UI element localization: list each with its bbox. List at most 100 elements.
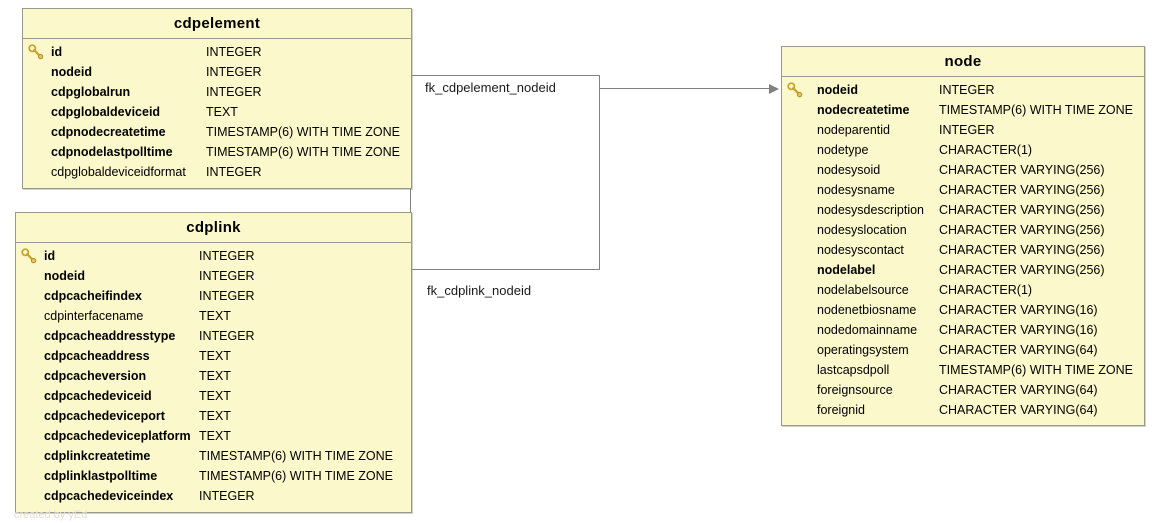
attribute-row[interactable]: nodedomainname CHARACTER VARYING(16) [782,320,1144,340]
attribute-row[interactable]: operatingsystem CHARACTER VARYING(64) [782,340,1144,360]
attribute-type: TEXT [199,429,231,443]
attribute-name: cdpnodelastpolltime [51,145,173,159]
attribute-name: nodelabelsource [817,283,909,297]
attribute-row[interactable]: cdpcachedeviceid TEXT [16,386,411,406]
attribute-name: foreignid [817,403,865,417]
attribute-type: TEXT [206,105,238,119]
attribute-type: TIMESTAMP(6) WITH TIME ZONE [199,449,393,463]
relationship-label-fk-cdpelement-nodeid: fk_cdpelement_nodeid [425,80,556,95]
entity-title-cdpelement: cdpelement [23,9,411,39]
attribute-type: TIMESTAMP(6) WITH TIME ZONE [206,145,400,159]
attribute-name: nodesyslocation [817,223,907,237]
connector-arrow-segment [599,88,769,89]
attribute-type: CHARACTER VARYING(64) [939,343,1098,357]
attribute-name: cdpcachedeviceport [44,409,165,423]
attribute-type: INTEGER [206,85,262,99]
primary-key-icon [787,82,805,98]
attribute-row[interactable]: cdpinterfacename TEXT [16,306,411,326]
attribute-row[interactable]: nodelabelsource CHARACTER(1) [782,280,1144,300]
attribute-row[interactable]: cdpcachedeviceindex INTEGER [16,486,411,506]
attribute-name: cdpcachedeviceid [44,389,152,403]
attribute-type: TEXT [199,309,231,323]
attribute-name: cdplinklastpolltime [44,469,158,483]
attribute-type: CHARACTER VARYING(256) [939,163,1105,177]
attribute-type: CHARACTER VARYING(16) [939,323,1098,337]
attribute-name: id [51,45,63,59]
attribute-type: CHARACTER(1) [939,283,1033,297]
attribute-name: cdpcacheaddresstype [44,329,176,343]
attribute-type: CHARACTER VARYING(256) [939,243,1105,257]
attribute-row[interactable]: cdpglobalrun INTEGER [23,82,411,102]
attribute-name: cdpcachedeviceindex [44,489,174,503]
attribute-row[interactable]: id INTEGER [23,42,411,62]
attribute-row[interactable]: nodesysoid CHARACTER VARYING(256) [782,160,1144,180]
attribute-name: cdpcacheversion [44,369,147,383]
relationship-label-fk-cdplink-nodeid: fk_cdplink_nodeid [427,283,532,298]
attribute-type: CHARACTER VARYING(256) [939,263,1105,277]
attribute-name: cdpinterfacename [44,309,144,323]
attribute-row[interactable]: nodesyslocation CHARACTER VARYING(256) [782,220,1144,240]
attribute-name: nodedomainname [817,323,918,337]
connector-cdplink-bottom-segment [410,269,600,270]
attribute-row[interactable]: cdpcachedeviceport TEXT [16,406,411,426]
attribute-type: INTEGER [199,249,255,263]
attribute-type: TIMESTAMP(6) WITH TIME ZONE [206,125,400,139]
attribute-name: nodetype [817,143,869,157]
attribute-name: cdpglobaldeviceid [51,105,161,119]
attribute-type: TEXT [199,349,231,363]
attribute-type: TEXT [199,369,231,383]
attribute-name: cdpglobalrun [51,85,131,99]
attribute-type: INTEGER [199,489,255,503]
attribute-row[interactable]: cdplinkcreatetime TIMESTAMP(6) WITH TIME … [16,446,411,466]
attribute-row[interactable]: nodelabel CHARACTER VARYING(256) [782,260,1144,280]
attribute-name: nodesysoid [817,163,881,177]
attribute-type: CHARACTER VARYING(256) [939,223,1105,237]
attribute-row[interactable]: cdpnodelastpolltime TIMESTAMP(6) WITH TIM… [23,142,411,162]
attribute-name: operatingsystem [817,343,909,357]
attribute-type: INTEGER [206,45,262,59]
attribute-type: CHARACTER VARYING(16) [939,303,1098,317]
attribute-type: TEXT [199,389,231,403]
attribute-type: INTEGER [939,123,995,137]
attribute-type: CHARACTER VARYING(64) [939,383,1098,397]
attribute-type: TEXT [199,409,231,423]
attribute-type: INTEGER [199,329,255,343]
attribute-name: cdpcacheifindex [44,289,142,303]
attribute-row[interactable]: cdpcacheaddresstype INTEGER [16,326,411,346]
attribute-name: nodeid [817,83,858,97]
attribute-name: nodenetbiosname [817,303,917,317]
attribute-name: cdplinkcreatetime [44,449,151,463]
attribute-row[interactable]: cdpglobaldeviceid TEXT [23,102,411,122]
attribute-row[interactable]: nodenetbiosname CHARACTER VARYING(16) [782,300,1144,320]
watermark-text: created by yEd [14,509,88,521]
attribute-type: INTEGER [206,165,262,179]
attribute-name: nodeid [44,269,85,283]
attribute-name: nodelabel [817,263,876,277]
attribute-row[interactable]: cdpcacheversion TEXT [16,366,411,386]
